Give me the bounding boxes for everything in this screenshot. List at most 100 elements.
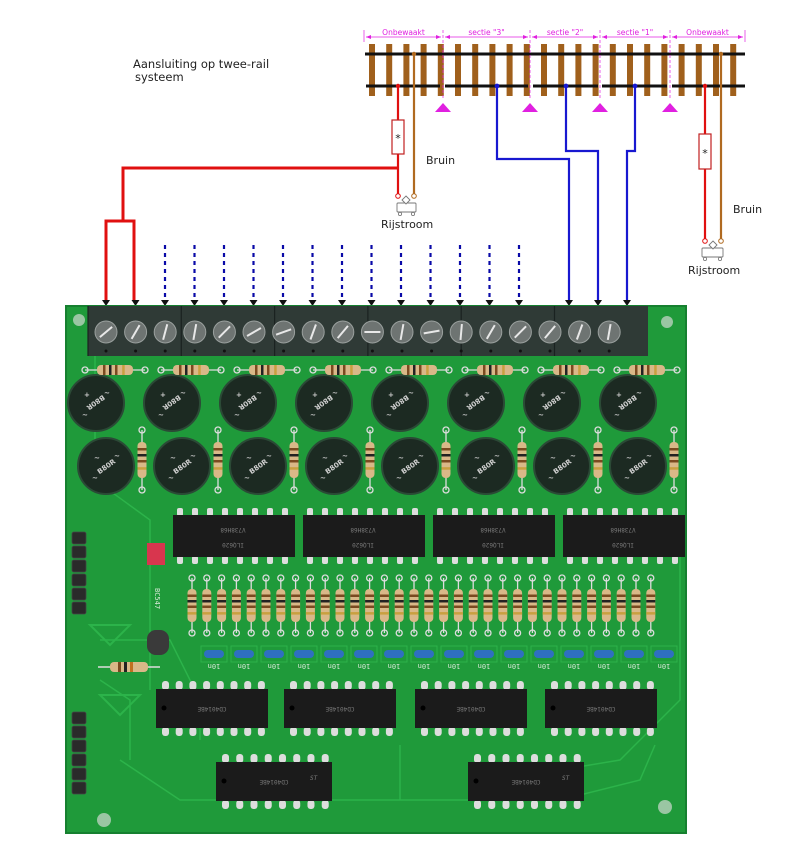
svg-text:~: ~ — [614, 411, 620, 419]
section-wires — [494, 83, 638, 302]
resistor — [233, 365, 301, 375]
svg-text:~: ~ — [396, 474, 402, 482]
svg-text:V738H68: V738H68 — [350, 526, 376, 533]
bridge-rectifier: B80R~~~ — [305, 437, 363, 495]
resistor — [453, 574, 463, 637]
section-label: Onbewaakt — [382, 28, 425, 37]
right-resistor — [698, 133, 712, 170]
svg-text:CD4014BE: CD4014BE — [197, 705, 226, 712]
resistor — [601, 574, 611, 637]
svg-text:~: ~ — [256, 389, 262, 397]
header-pin — [71, 531, 87, 545]
header-pin — [71, 559, 87, 573]
right-brown-contact — [718, 51, 724, 57]
svg-text:~: ~ — [342, 452, 348, 460]
isolation-markers — [435, 103, 678, 112]
svg-text:~: ~ — [570, 452, 576, 460]
resistor — [537, 365, 605, 375]
input-arrowhead — [456, 300, 464, 306]
terminal-blocks — [87, 306, 648, 356]
input-arrowhead — [338, 300, 346, 306]
input-arrowhead — [161, 300, 169, 306]
mounting-hole — [73, 314, 85, 326]
svg-text:~: ~ — [408, 389, 414, 397]
svg-text:~: ~ — [246, 454, 252, 462]
svg-text:+: + — [236, 391, 242, 399]
sleeper — [695, 44, 702, 96]
svg-text:10n: 10n — [508, 662, 521, 670]
left-resistor-mark: * — [395, 132, 401, 145]
resistor — [187, 574, 197, 637]
svg-text:~: ~ — [266, 452, 272, 460]
sleeper — [627, 44, 633, 96]
svg-text:~: ~ — [462, 411, 468, 419]
mounting-hole — [97, 813, 111, 827]
svg-text:~: ~ — [398, 454, 404, 462]
capacitor: 10n — [230, 645, 258, 670]
svg-text:+: + — [388, 391, 394, 399]
bridge-rectifier: B80R~~~ — [381, 437, 439, 495]
capacitor: 10n — [290, 645, 318, 670]
capacitor: 10n — [590, 645, 618, 670]
svg-text:~: ~ — [624, 474, 630, 482]
bridge-rectifier: B80R~~+ — [295, 374, 353, 432]
resistor — [631, 574, 641, 637]
left-source-label: Rijstroom — [381, 218, 433, 231]
input-arrowhead — [367, 300, 376, 306]
input-arrowhead — [220, 300, 228, 306]
sleeper — [592, 44, 599, 96]
right-transformer-icon — [701, 240, 724, 261]
sleeper — [730, 44, 737, 96]
sleeper — [661, 44, 668, 96]
resistor — [365, 426, 375, 494]
svg-text:~: ~ — [386, 411, 392, 419]
sleeper — [575, 44, 582, 96]
board-inputs — [102, 245, 631, 306]
svg-text:CD4014BE: CD4014BE — [259, 778, 288, 785]
svg-text:~: ~ — [636, 389, 642, 397]
left-feed: * Rijstroom Bruin — [104, 51, 455, 300]
svg-text:~: ~ — [560, 389, 566, 397]
terminal-screw — [331, 320, 355, 353]
input-arrowhead — [308, 300, 317, 306]
resistor — [572, 574, 582, 637]
resistor — [202, 574, 212, 637]
sleeper — [678, 44, 685, 96]
capacitor: 10n — [650, 645, 678, 670]
bridge-rectifiers: B80R~~+B80R~~+B80R~~+B80R~~+B80R~~+B80R~… — [67, 374, 667, 495]
svg-text:~: ~ — [538, 411, 544, 419]
capacitor: 10n — [380, 645, 408, 670]
resistor-array — [187, 574, 656, 637]
resistor — [379, 574, 389, 637]
transistor-label: BC547 — [153, 588, 161, 609]
svg-text:+: + — [84, 391, 90, 399]
section-1-contact — [632, 83, 638, 89]
title-line-1: Aansluiting op twee-rail — [133, 57, 270, 71]
svg-text:~: ~ — [92, 474, 98, 482]
resistor — [81, 365, 149, 375]
resistor — [305, 574, 315, 637]
right-red-contact — [702, 83, 708, 89]
header-pin — [71, 739, 87, 753]
svg-text:V738H68: V738H68 — [220, 526, 246, 533]
silk-triangle — [97, 694, 143, 717]
svg-text:CD4014BE: CD4014BE — [325, 705, 354, 712]
right-feed: * Rijstroom Bruin — [688, 51, 762, 277]
header-pin — [71, 711, 87, 725]
section-2: sectie "3" — [445, 28, 528, 39]
input-arrowhead — [426, 300, 435, 306]
bridge-rectifier: B80R~~~ — [533, 437, 591, 495]
input-arrowhead — [397, 300, 405, 306]
svg-text:~: ~ — [190, 452, 196, 460]
terminal-screw — [212, 320, 236, 353]
mounting-hole — [658, 800, 672, 814]
sleeper — [369, 44, 375, 96]
capacitor: 10n — [560, 645, 588, 670]
svg-text:10n: 10n — [628, 662, 641, 670]
shift-register-chip: CD4014BE — [415, 681, 527, 736]
